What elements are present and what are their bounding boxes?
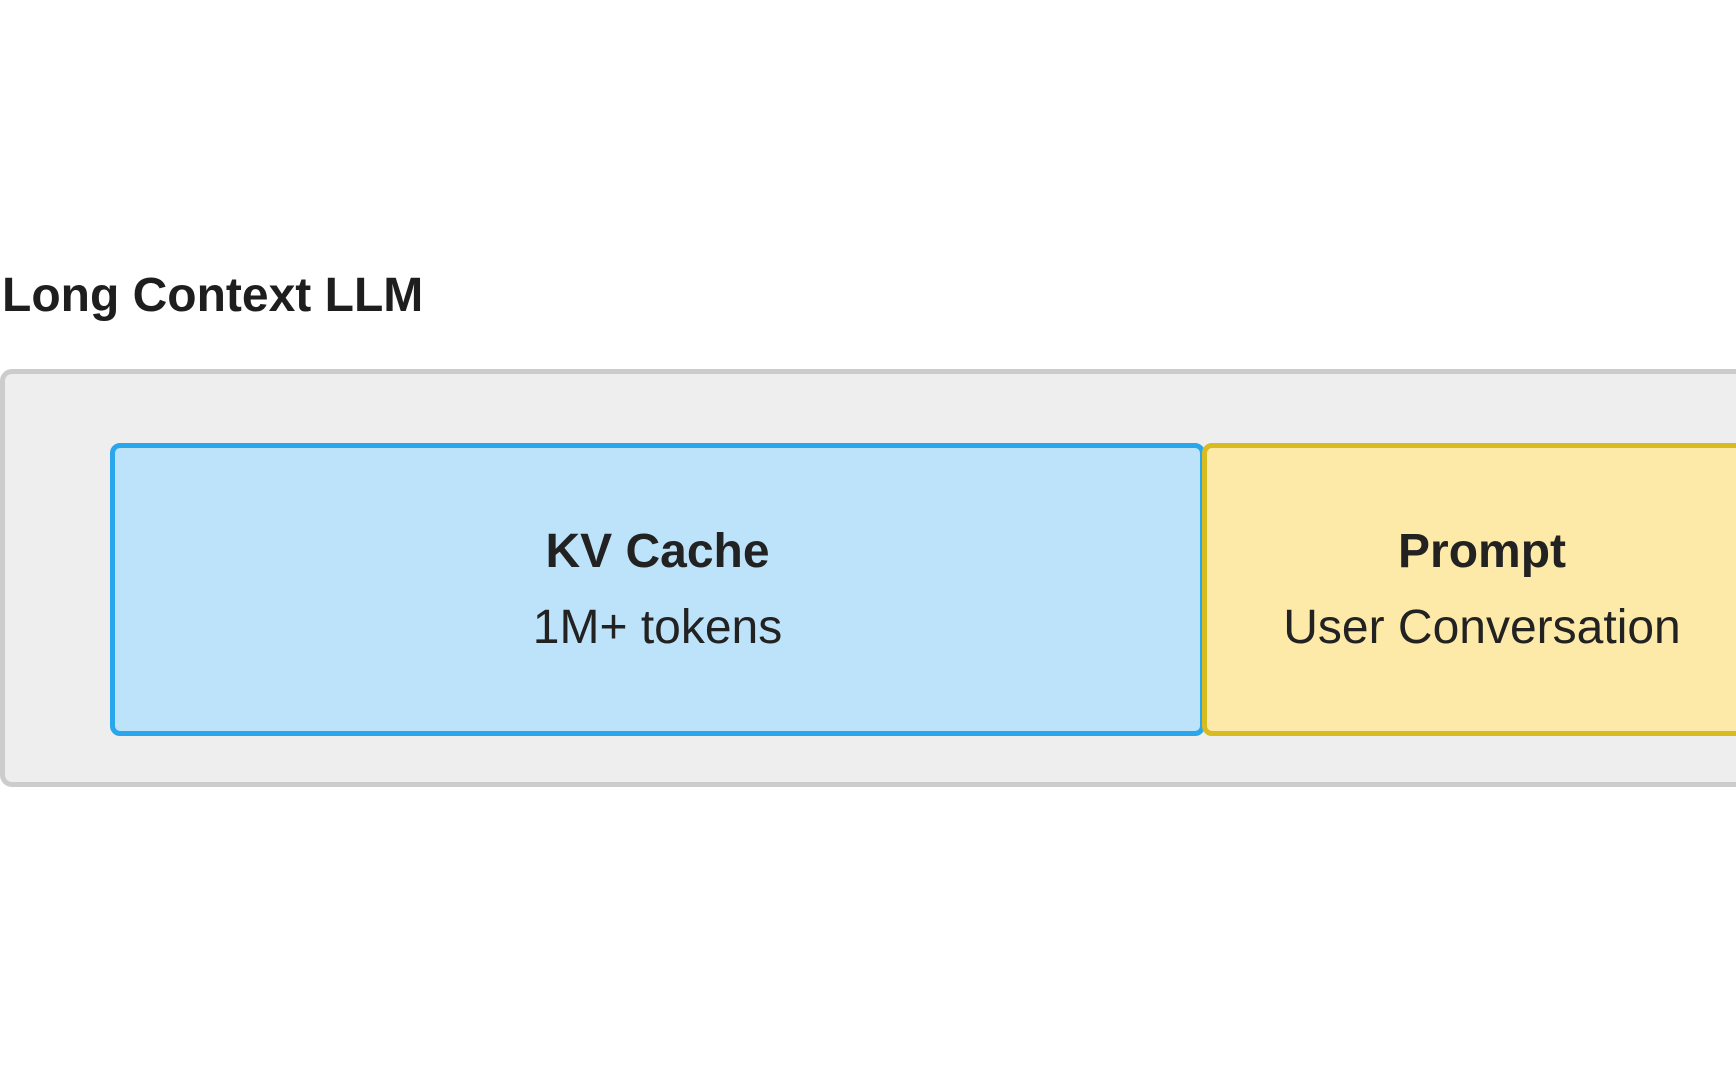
prompt-title: Prompt — [1398, 524, 1566, 578]
kv-cache-title: KV Cache — [545, 524, 770, 578]
prompt-block-content: Prompt User Conversation — [1248, 523, 1716, 656]
prompt-block: Prompt User Conversation — [1202, 443, 1736, 736]
diagram-title: Long Context LLM — [2, 269, 424, 322]
kv-cache-block: KV Cache 1M+ tokens — [110, 443, 1205, 736]
kv-cache-subtitle: 1M+ tokens — [532, 600, 783, 654]
prompt-subtitle: User Conversation — [1283, 600, 1681, 654]
